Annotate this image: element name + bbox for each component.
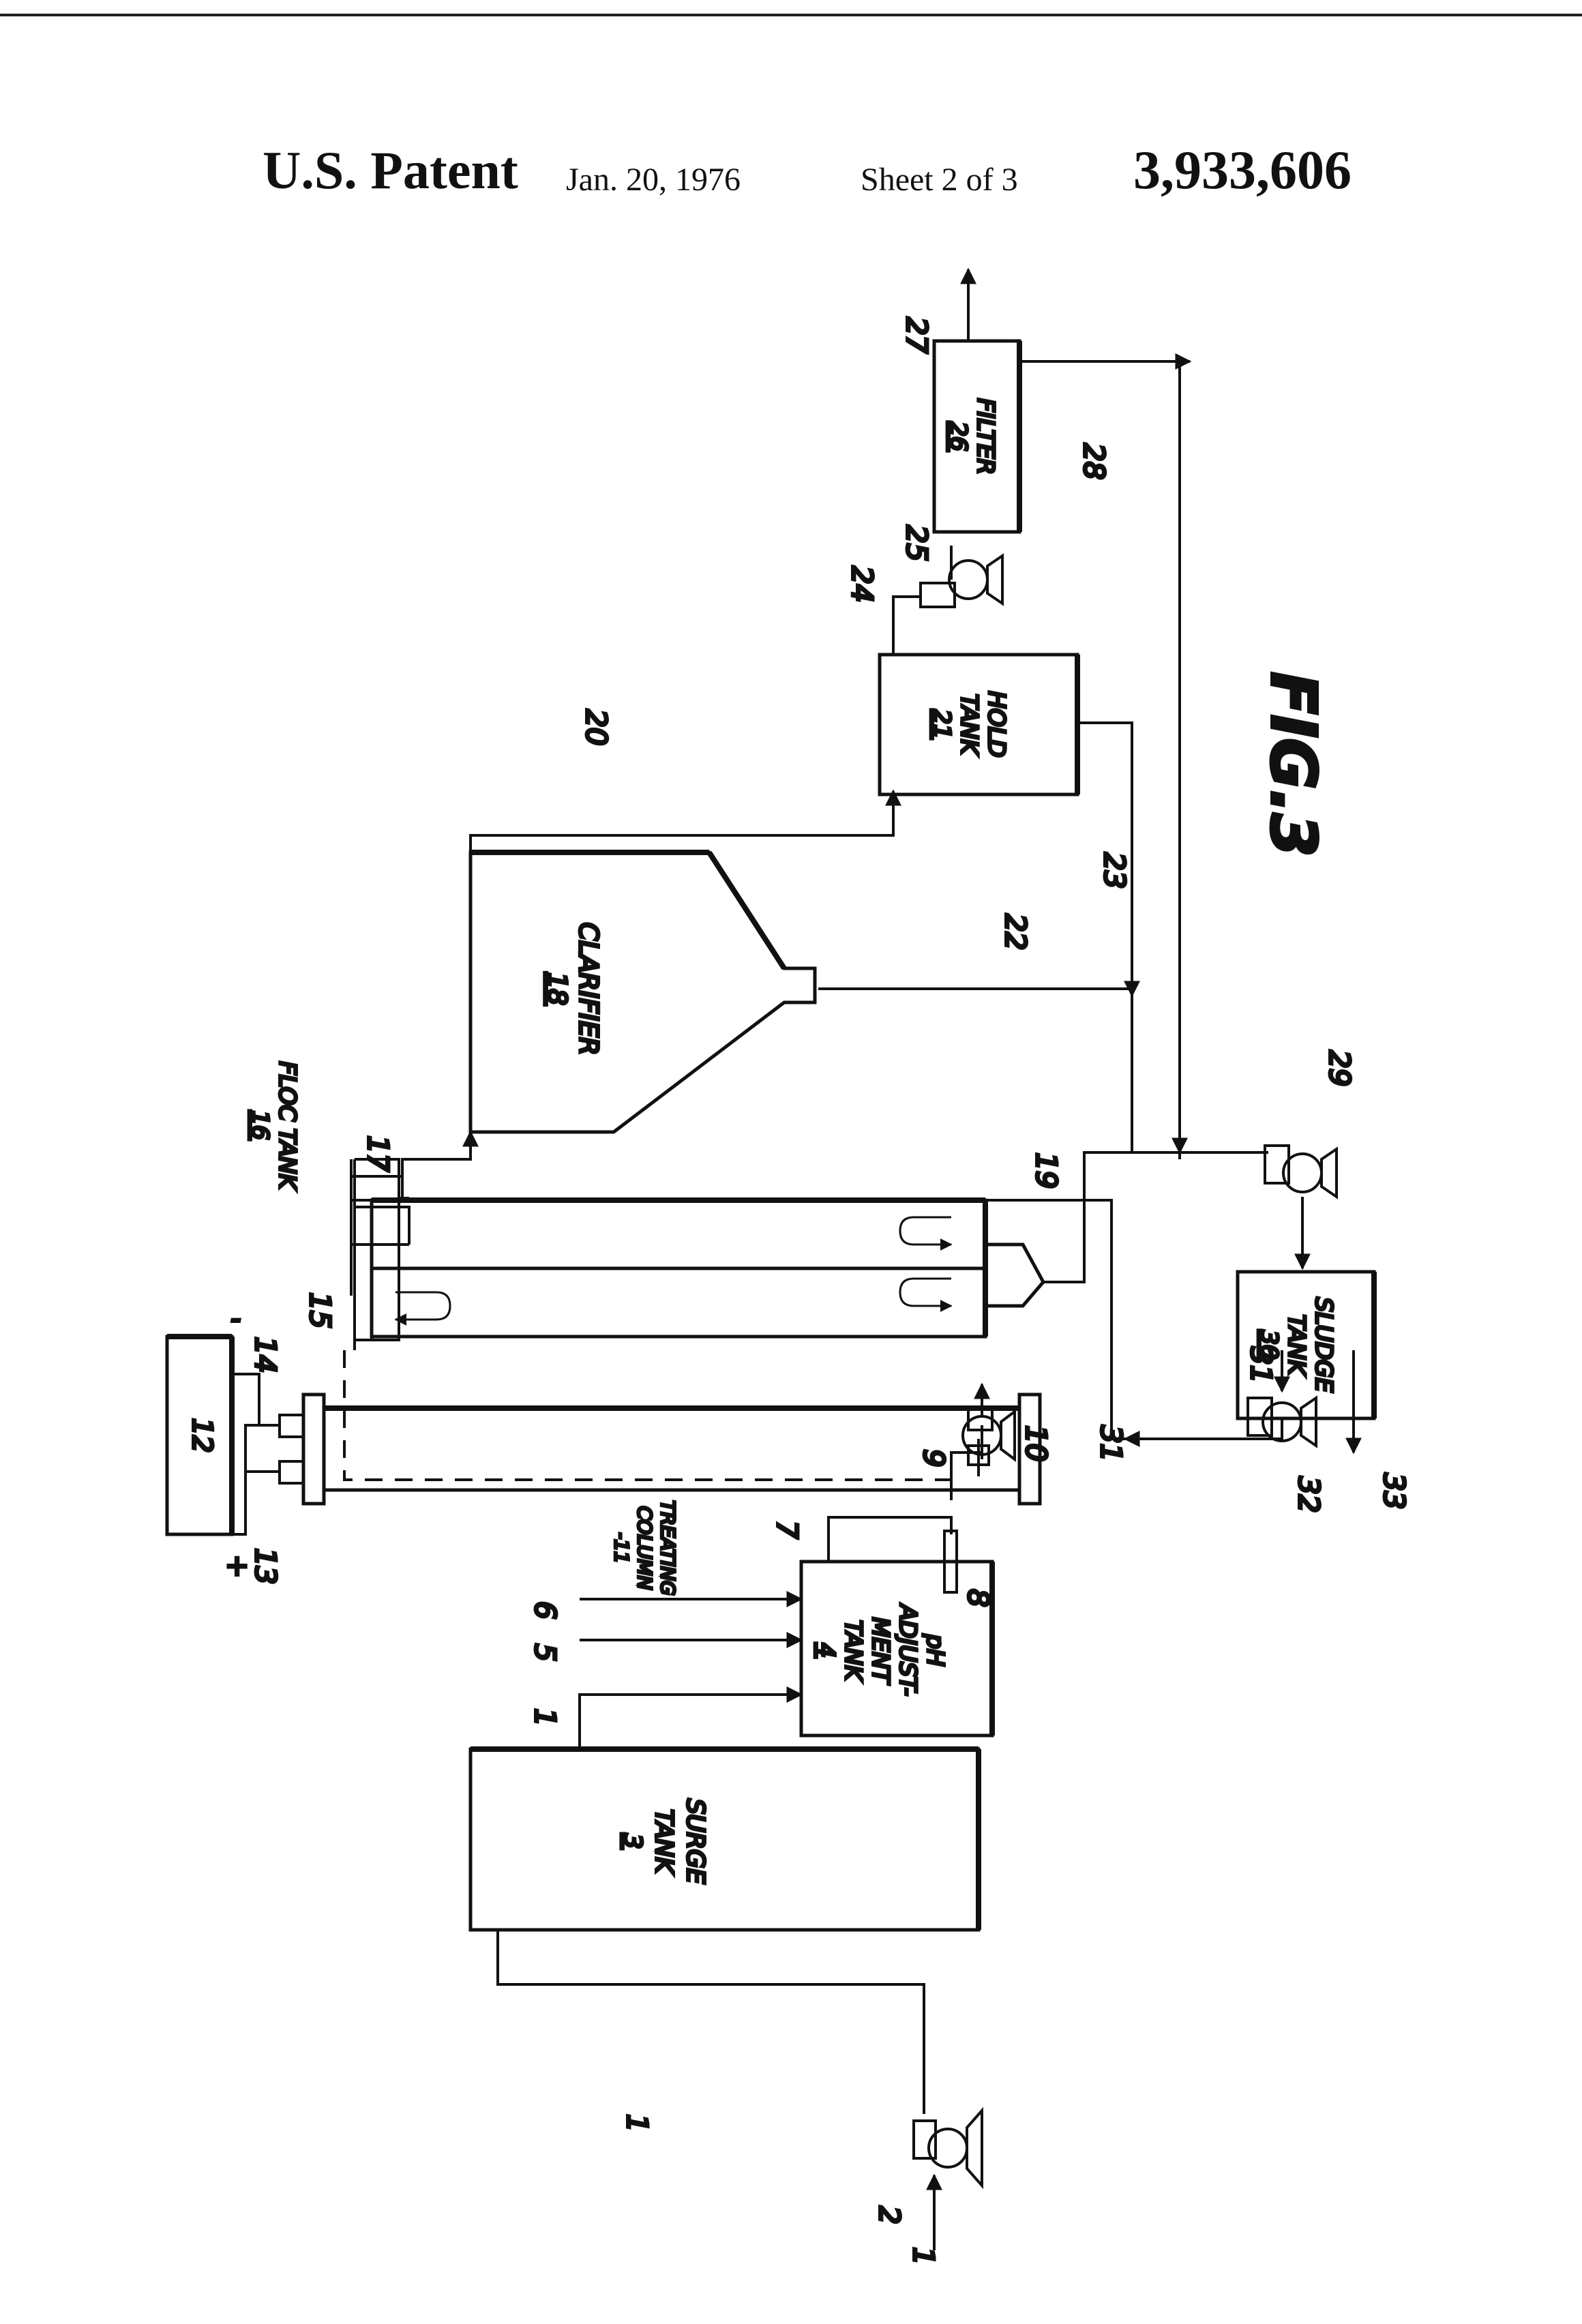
ref-15: 15: [303, 1292, 337, 1328]
svg-text:FILTER: FILTER: [972, 398, 999, 475]
flow-line-23: [1077, 723, 1132, 1118]
ref-10: 10: [1019, 1425, 1053, 1461]
ref-22: 22: [999, 914, 1032, 950]
equipment: [167, 341, 1374, 1930]
svg-text:TREATING: TREATING: [657, 1500, 679, 1595]
reference-numerals: 1 2 1 1 5 6 7 8 9 10 13 14 15 17 19 20 2…: [225, 317, 1411, 2265]
ref-31-sludge: 31: [1244, 1347, 1278, 1383]
treating-column: [324, 1408, 1019, 1490]
svg-text:ADJUST-: ADJUST-: [894, 1603, 921, 1696]
hold-tank-label: HOLD TANK 21: [928, 691, 1010, 757]
flow-line-28: [1019, 361, 1180, 1159]
svg-text:SLUDGE: SLUDGE: [1310, 1297, 1337, 1392]
svg-text:TANK: TANK: [839, 1620, 867, 1682]
ref-33: 33: [1377, 1473, 1411, 1509]
ref-17: 17: [361, 1135, 395, 1172]
flow-lines: [344, 1146, 1354, 2250]
ref-24: 24: [846, 566, 879, 602]
svg-text:COLUMN: COLUMN: [633, 1506, 656, 1590]
svg-text:pH: pH: [921, 1633, 949, 1666]
svg-text:MENT: MENT: [867, 1617, 894, 1684]
flow-line-20: [471, 818, 893, 852]
surge-tank-label: SURGE TANK 3: [618, 1799, 709, 1884]
ref-6: 6: [528, 1601, 562, 1620]
svg-text:21: 21: [928, 709, 955, 739]
treating-column-label: TREATING COLUMN -11: [610, 1500, 679, 1595]
floc-tank-label: FLOC TANK 16: [246, 1061, 301, 1191]
svg-text:16: 16: [246, 1110, 273, 1139]
figure-title: FIG.3: [1257, 672, 1330, 857]
ref-1-inlet: 1: [907, 2247, 940, 2265]
flow-line-15-column-to-floc: [351, 1227, 409, 1245]
svg-text:HOLD: HOLD: [983, 691, 1010, 757]
svg-text:4: 4: [812, 1643, 839, 1658]
svg-text:12: 12: [186, 1418, 218, 1453]
electrode-lead-13: [232, 1425, 280, 1534]
flow-line-24: [893, 597, 921, 655]
ref-20: 20: [580, 709, 613, 745]
control-line-dashed: [344, 1350, 951, 1480]
flow-line-31-return: [351, 1200, 1125, 1439]
ph-tank-label: pH ADJUST- MENT TANK 4: [812, 1603, 949, 1696]
ref-29: 29: [1323, 1050, 1356, 1086]
clarifier-label: CLARIFIER 18: [542, 923, 603, 1056]
ref-8: 8: [961, 1589, 995, 1607]
svg-text:26: 26: [944, 421, 972, 451]
ref-9: 9: [917, 1449, 951, 1468]
clarifier: [471, 852, 815, 1132]
flow-line-1-surge-to-ph: [580, 1695, 801, 1749]
ref-14: 14: [249, 1337, 282, 1373]
svg-text:CLARIFIER: CLARIFIER: [573, 923, 603, 1056]
valve-9: [968, 1439, 989, 1476]
svg-text:-11: -11: [610, 1532, 633, 1564]
ref-1-surge: 1: [528, 1708, 562, 1727]
svg-text:3: 3: [618, 1834, 646, 1849]
component-labels: SURGE TANK 3 pH ADJUST- MENT TANK 4 TREA…: [186, 398, 1337, 1884]
ref-25: 25: [900, 525, 934, 561]
flow-line-1-pump-to-surge: [498, 1930, 924, 2114]
ref-23: 23: [1098, 852, 1131, 889]
power-supply-label: 12: [186, 1418, 218, 1453]
ref-2: 2: [873, 2206, 906, 2224]
svg-text:FLOC TANK: FLOC TANK: [273, 1061, 301, 1191]
ref-31-column: 31: [1094, 1425, 1128, 1461]
svg-text:TANK: TANK: [650, 1809, 678, 1875]
floc-tank: [372, 1200, 985, 1268]
svg-text:18: 18: [542, 972, 572, 1005]
ref-5: 5: [528, 1643, 562, 1662]
ref-13: 13: [249, 1548, 282, 1584]
polarity-plus: +: [225, 1549, 249, 1582]
surge-tank: [471, 1749, 979, 1930]
svg-text:TANK: TANK: [955, 694, 983, 756]
ref-1-line: 1: [621, 2114, 654, 2132]
ref-19: 19: [1030, 1152, 1063, 1189]
electrode-lead-14: [232, 1374, 259, 1425]
flow-line-7: [829, 1517, 951, 1562]
ref-32: 32: [1292, 1476, 1326, 1513]
ref-27: 27: [900, 317, 934, 354]
filter-label: FILTER 26: [944, 398, 999, 475]
pump-2: [914, 2111, 982, 2186]
pump-29: [1265, 1146, 1337, 1197]
ref-7: 7: [771, 1521, 804, 1539]
polarity-minus: -: [230, 1302, 241, 1335]
svg-text:TANK: TANK: [1283, 1315, 1310, 1377]
pipework-lines: [402, 269, 1302, 1282]
ref-28: 28: [1077, 443, 1111, 479]
pump-25: [921, 556, 1002, 607]
svg-text:SURGE: SURGE: [681, 1799, 709, 1884]
